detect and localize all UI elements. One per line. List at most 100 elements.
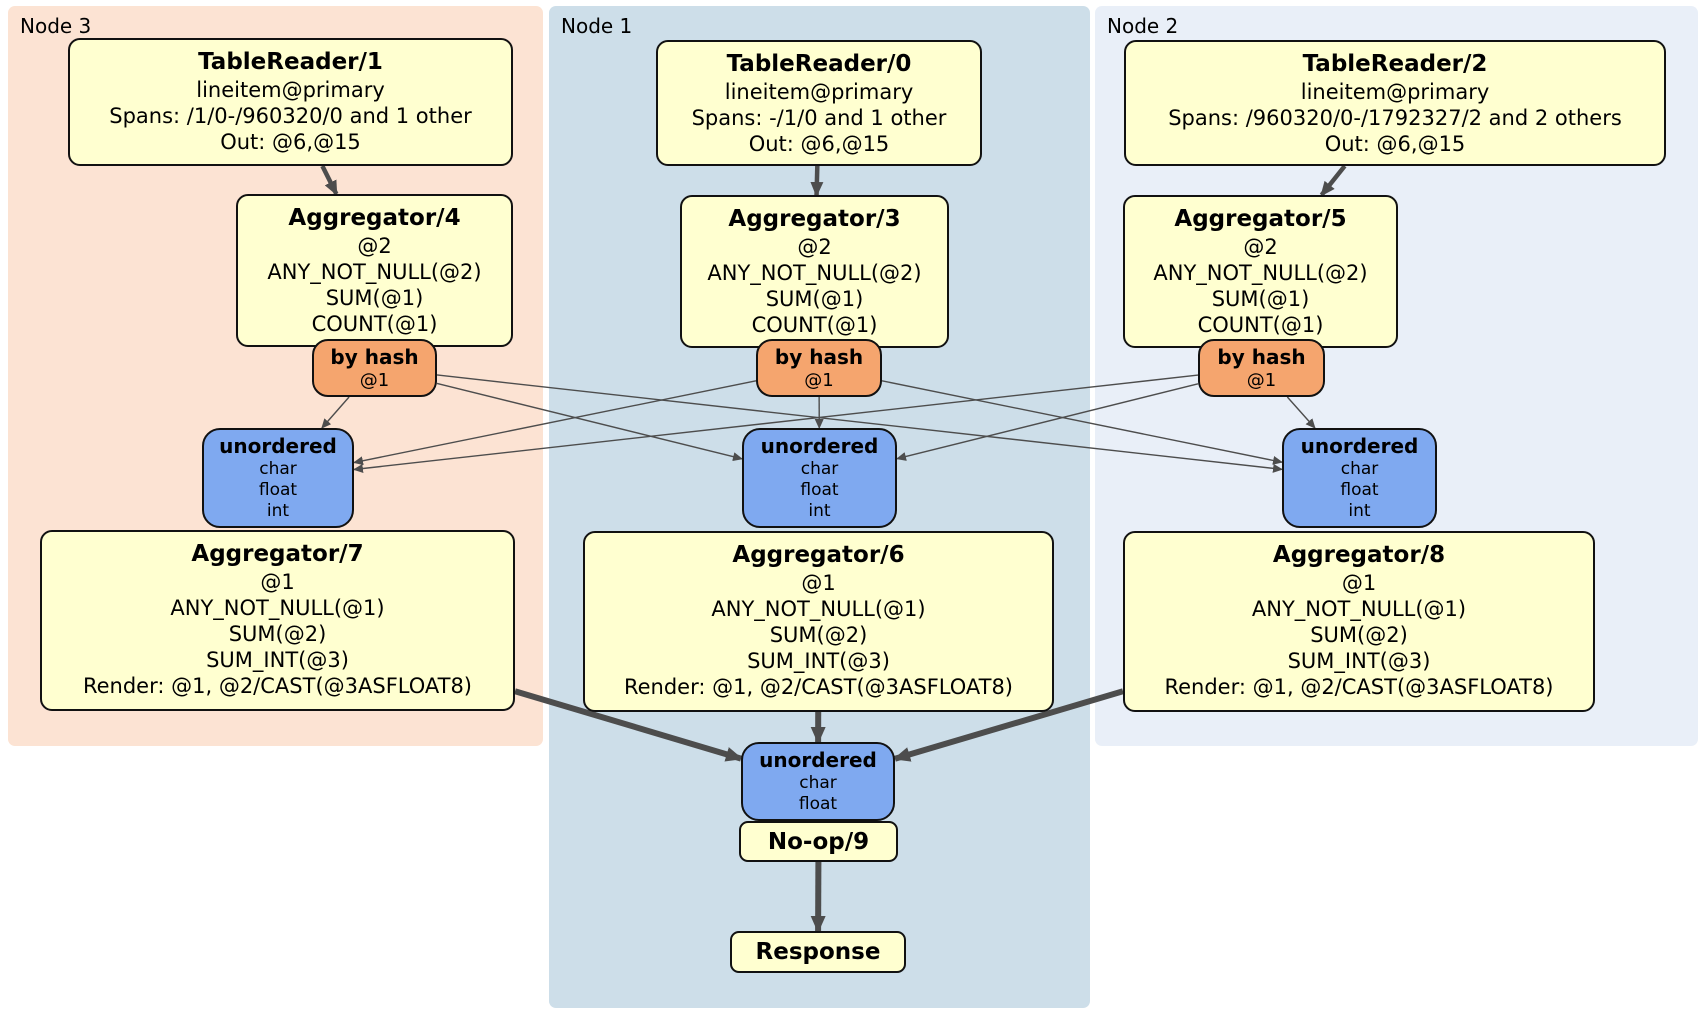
text-line: COUNT(@1) (1197, 313, 1324, 337)
text-line: @2 (797, 235, 832, 259)
text-line: Spans: /1/0-/960320/0 and 1 other (109, 104, 472, 128)
processor-title: Aggregator/7 (191, 541, 364, 567)
text-line: ANY_NOT_NULL(@2) (1153, 261, 1368, 285)
response-node: Response (730, 931, 906, 973)
text-line: SUM(@1) (1211, 287, 1310, 311)
text-line: lineitem@primary (196, 78, 385, 102)
text-line: ANY_NOT_NULL(@1) (1251, 597, 1467, 621)
router-title: by hash (1217, 345, 1306, 369)
text-line: @1 (260, 570, 295, 594)
processor-title: No-op/9 (767, 828, 870, 855)
text-line: Render: @1, @2/CAST(@3ASFLOAT8) (1164, 675, 1554, 699)
text-line: SUM(@1) (765, 287, 864, 311)
text-line: Out: @6,@15 (748, 132, 890, 156)
text-line: float (798, 794, 838, 814)
text-line: @1 (1341, 571, 1377, 595)
text-line: SUM(@1) (325, 286, 424, 310)
text-line: lineitem@primary (1300, 80, 1490, 104)
text-line: Spans: -/1/0 and 1 other (691, 106, 947, 130)
router-by-hash-right: by hash @1 (1198, 339, 1325, 397)
text-line: int (1348, 501, 1371, 521)
text-line: lineitem@primary (724, 80, 914, 104)
text-line: char (259, 459, 297, 479)
router-by-hash-left: by hash @1 (312, 339, 437, 397)
text-line: SUM_INT(@3) (747, 649, 890, 673)
text-line: char (1340, 459, 1379, 479)
text-line: char (800, 459, 839, 479)
text-line: ANY_NOT_NULL(@2) (707, 261, 922, 285)
text-line: int (808, 501, 831, 521)
text-line: @2 (1243, 235, 1278, 259)
router-detail: @1 (804, 370, 834, 391)
text-line: SUM(@2) (1310, 623, 1408, 647)
text-line: @2 (357, 234, 392, 258)
text-line: COUNT(@1) (311, 312, 438, 336)
node2-label: Node 2 (1107, 14, 1179, 38)
sync-title: unordered (219, 434, 337, 458)
text-line: SUM(@2) (228, 622, 327, 646)
sync-title: unordered (760, 434, 879, 458)
text-line: Render: @1, @2/CAST(@3ASFLOAT8) (623, 675, 1014, 699)
text-line: Render: @1, @2/CAST(@3ASFLOAT8) (82, 674, 473, 698)
text-line: Out: @6,@15 (220, 130, 361, 154)
sync-title: unordered (759, 748, 877, 772)
router-detail: @1 (359, 370, 390, 391)
router-by-hash-center: by hash @1 (756, 339, 882, 397)
text-line: float (1340, 480, 1379, 500)
text-line: float (800, 480, 839, 500)
text-line: ANY_NOT_NULL(@1) (170, 596, 385, 620)
text-line: Spans: /960320/0-/1792327/2 and 2 others (1168, 106, 1622, 130)
text-line: SUM_INT(@3) (206, 648, 349, 672)
processor-title: Aggregator/6 (732, 542, 905, 568)
text-line: COUNT(@1) (751, 313, 878, 337)
router-detail: @1 (1246, 370, 1277, 391)
processor-title: Response (755, 939, 881, 965)
text-line: ANY_NOT_NULL(@2) (267, 260, 482, 284)
processor-title: Aggregator/3 (728, 206, 901, 232)
router-title: by hash (330, 345, 419, 369)
router-title: by hash (774, 345, 864, 369)
node3-label: Node 3 (20, 14, 92, 38)
sync-title: unordered (1300, 434, 1419, 458)
processor-title: Aggregator/8 (1272, 542, 1446, 568)
text-line: char (799, 773, 837, 793)
text-line: float (258, 480, 298, 500)
processor-title: TableReader/2 (1302, 51, 1488, 77)
processor-title: TableReader/1 (198, 49, 383, 75)
processor-title: Aggregator/4 (288, 205, 461, 231)
processor-title: Aggregator/5 (1174, 206, 1347, 232)
text-line: Out: @6,@15 (1324, 132, 1466, 156)
processor-title: TableReader/0 (726, 51, 912, 77)
text-line: SUM_INT(@3) (1287, 649, 1431, 673)
text-line: ANY_NOT_NULL(@1) (711, 597, 926, 621)
text-line: int (266, 501, 290, 521)
node1-label: Node 1 (561, 14, 633, 38)
text-line: @1 (801, 571, 836, 595)
text-line: SUM(@2) (769, 623, 868, 647)
